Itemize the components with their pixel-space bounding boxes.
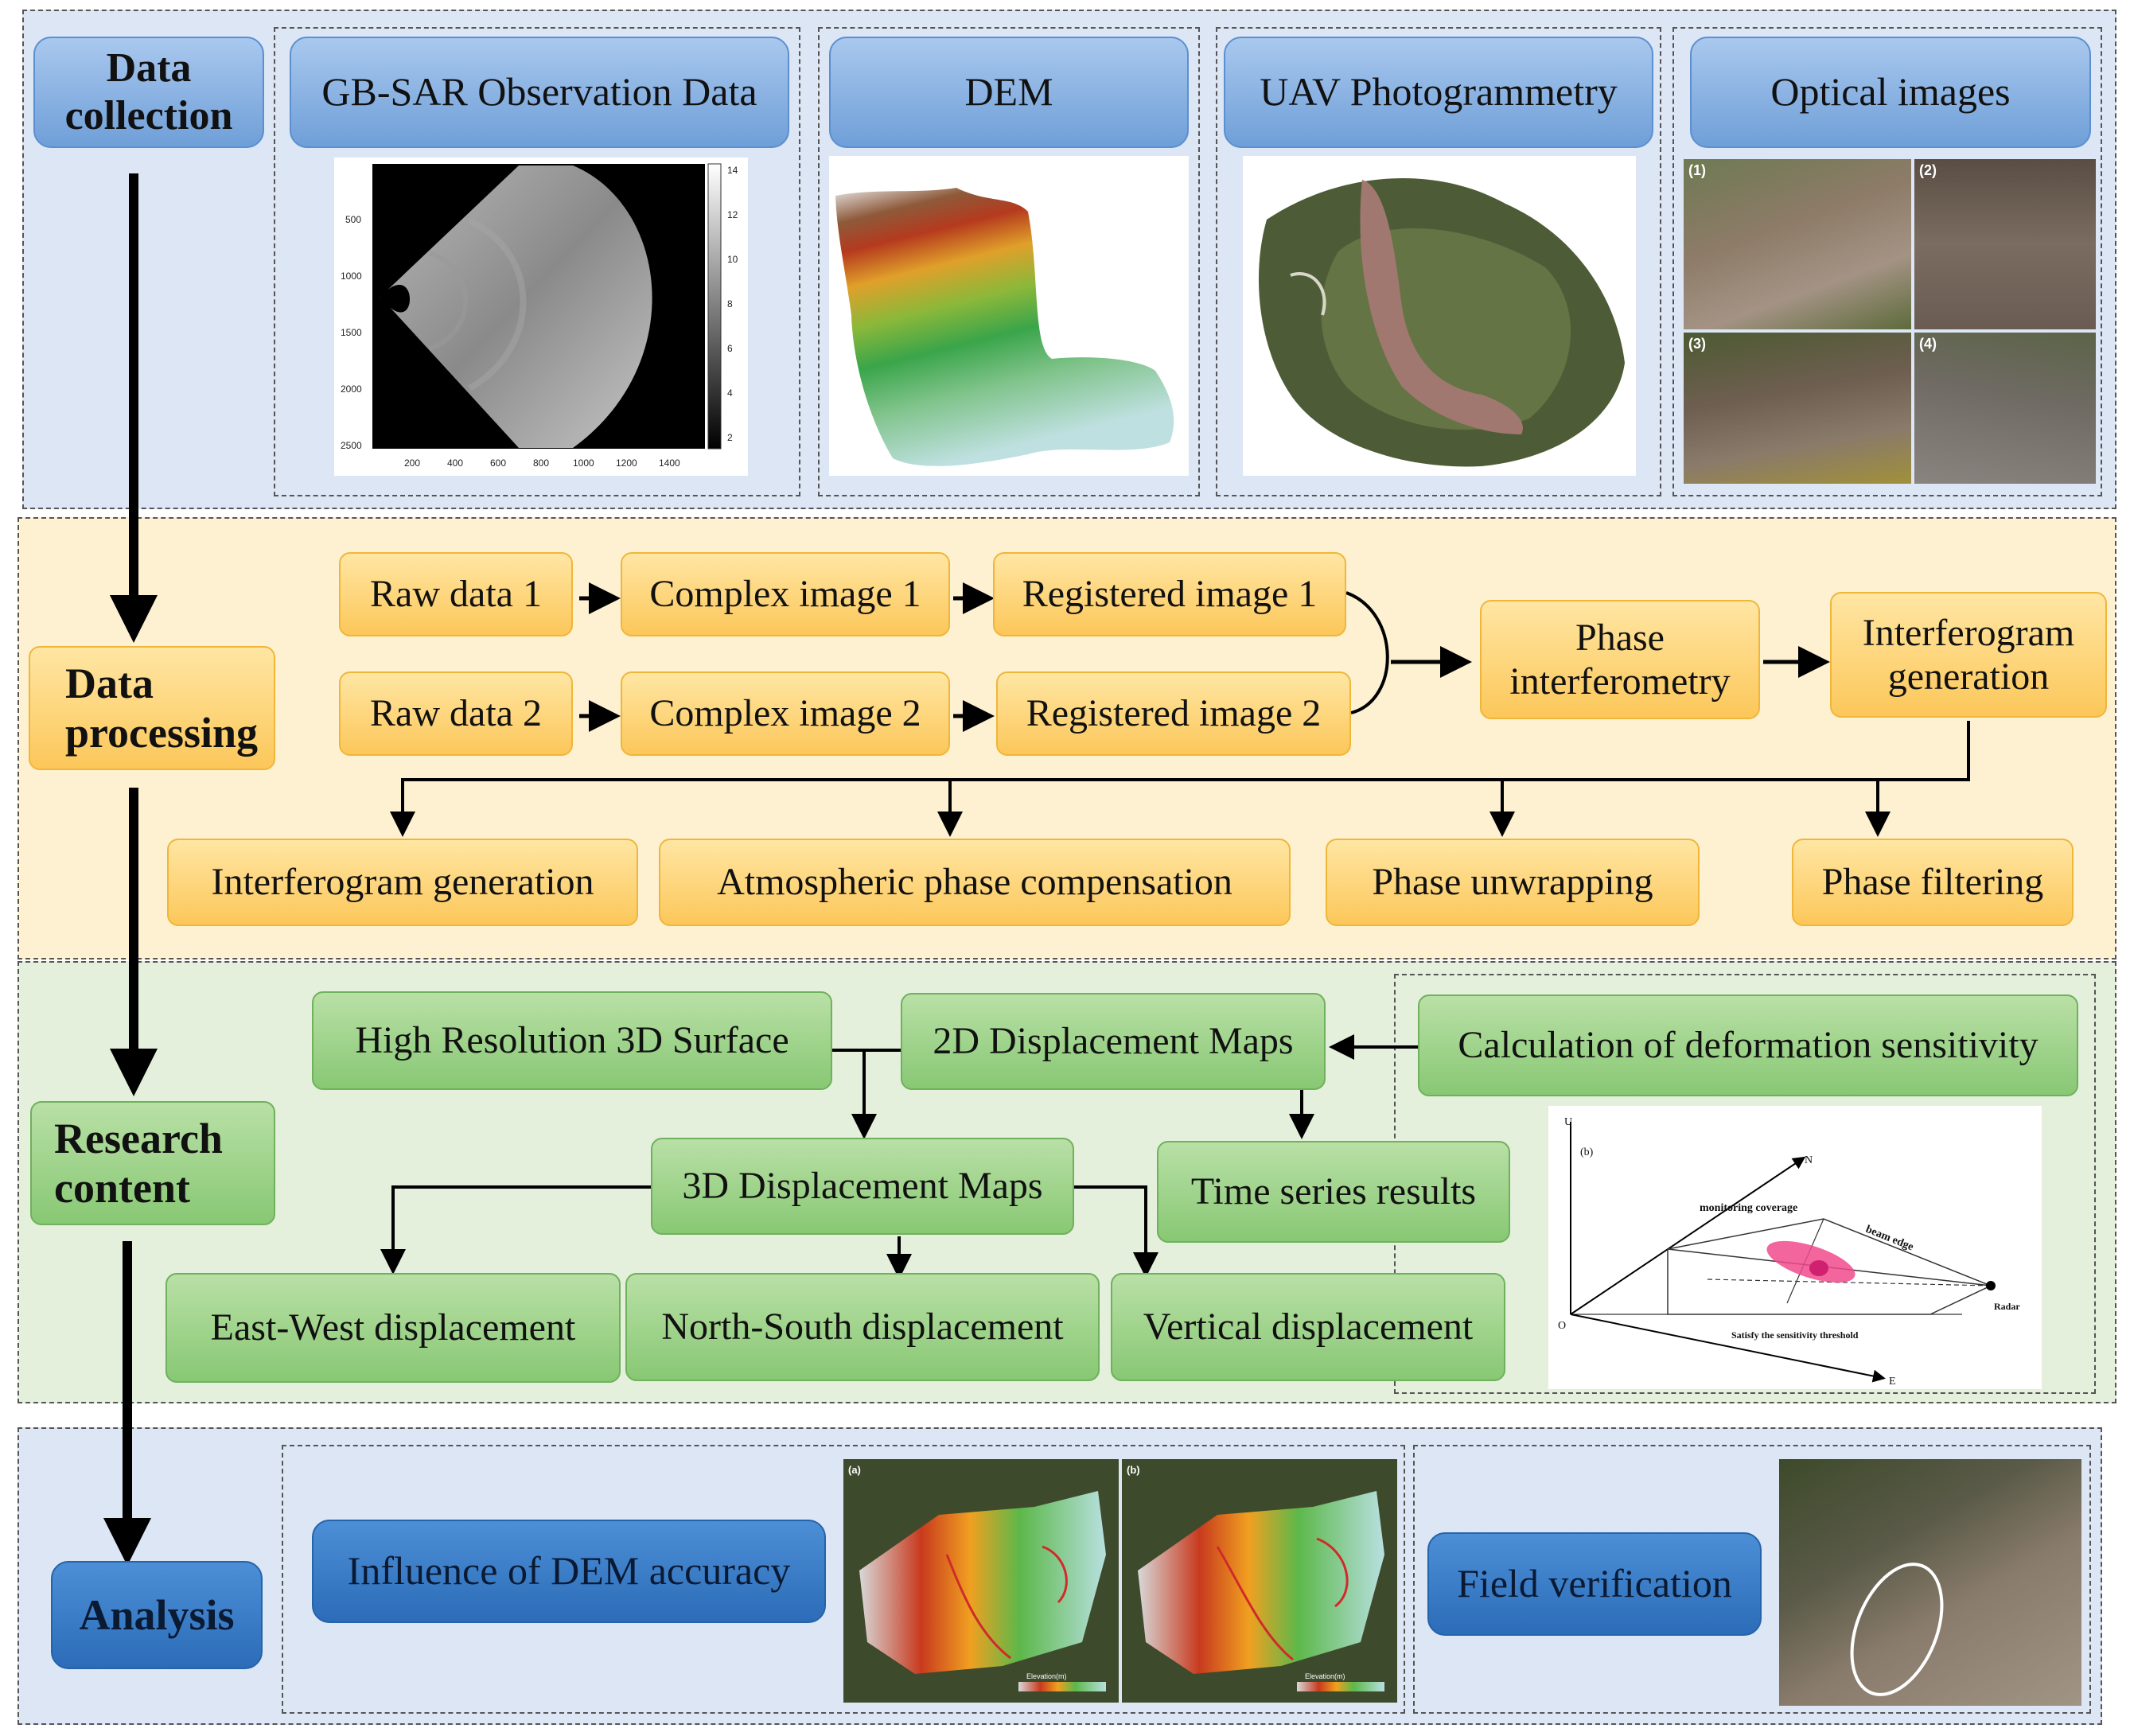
- map-a-label: (a): [848, 1464, 861, 1476]
- interferogram-generation-box: Interferogram generation: [167, 839, 638, 926]
- north-south-box: North-South displacement: [625, 1273, 1100, 1381]
- gbsar-x-tick: 600: [490, 457, 506, 469]
- optical-label-3: (3): [1688, 336, 1706, 352]
- gbsar-y-tick: 2000: [341, 383, 362, 395]
- field-verification-box: Field verification: [1427, 1532, 1762, 1636]
- registered-image-2-box: Registered image 2: [996, 671, 1351, 756]
- time-series-box: Time series results: [1157, 1141, 1510, 1243]
- complex-image-1-box: Complex image 1: [621, 552, 950, 636]
- gbsar-y-tick: 1000: [341, 271, 362, 282]
- uav-title: UAV Photogrammetry: [1224, 37, 1653, 148]
- optical-image-2: (2): [1914, 159, 2096, 329]
- dem-accuracy-map-a: (a) Elevation(m): [843, 1459, 1119, 1703]
- map-a-legend: Elevation(m): [1026, 1672, 1067, 1680]
- vertical-box: Vertical displacement: [1111, 1273, 1505, 1381]
- optical-title: Optical images: [1690, 37, 2091, 148]
- gbsar-frame: [274, 27, 800, 496]
- optical-label-1: (1): [1688, 162, 1706, 178]
- field-photo: [1779, 1459, 2081, 1706]
- gbsar-x-tick: 800: [533, 457, 549, 469]
- gbsar-cbar-tick: 14: [727, 165, 738, 176]
- optical-frame: [1672, 27, 2102, 496]
- gbsar-cbar-tick: 4: [727, 387, 733, 399]
- map-b-legend: Elevation(m): [1305, 1672, 1345, 1680]
- optical-image-4: (4): [1914, 333, 2096, 484]
- raw-data-1-box: Raw data 1: [339, 552, 573, 636]
- gbsar-x-tick: 1200: [616, 457, 637, 469]
- diagram-label-u: U: [1564, 1116, 1572, 1128]
- dem-accuracy-frame: [282, 1445, 1405, 1714]
- maps-3d-box: 3D Displacement Maps: [651, 1138, 1074, 1235]
- gbsar-title: GB-SAR Observation Data: [290, 37, 789, 148]
- stage-data-processing: Data processing: [29, 646, 275, 770]
- gbsar-cbar-tick: 2: [727, 432, 733, 443]
- gbsar-y-tick: 2500: [341, 440, 362, 451]
- diagram-label-n: N: [1805, 1154, 1813, 1166]
- gbsar-y-tick: 1500: [341, 327, 362, 338]
- optical-label-4: (4): [1919, 336, 1937, 352]
- stage-research-content: Research content: [30, 1101, 275, 1225]
- gbsar-cbar-tick: 12: [727, 209, 738, 220]
- phase-interferometry-box: Phase interferometry: [1480, 600, 1760, 719]
- sensitivity-diagram: (b) U N E O monitoring coverage beam edg…: [1548, 1106, 2042, 1389]
- registered-image-1-box: Registered image 1: [993, 552, 1346, 636]
- optical-image-1: (1): [1684, 159, 1911, 329]
- dem-title: DEM: [829, 37, 1189, 148]
- dem-accuracy-map-b: (b) Elevation(m): [1122, 1459, 1397, 1703]
- interferogram-generation-top-box: Interferogram generation: [1830, 592, 2107, 718]
- optical-image-3: (3): [1684, 333, 1911, 484]
- maps-2d-box: 2D Displacement Maps: [901, 993, 1326, 1090]
- dem-accuracy-box: Influence of DEM accuracy: [312, 1520, 826, 1623]
- gbsar-y-tick: 500: [345, 214, 361, 225]
- sensitivity-box: Calculation of deformation sensitivity: [1418, 995, 2078, 1096]
- gbsar-cbar-tick: 6: [727, 343, 733, 354]
- gbsar-cbar-tick: 10: [727, 254, 738, 265]
- diagram-label-panel: (b): [1580, 1146, 1594, 1158]
- phase-filtering-box: Phase filtering: [1792, 839, 2074, 926]
- diagram-label-radar: Radar: [1994, 1301, 2020, 1312]
- map-b-label: (b): [1127, 1464, 1140, 1476]
- diagram-label-threshold: Satisfy the sensitivity threshold: [1731, 1329, 1859, 1341]
- gbsar-image: 500 1000 1500 2000 2500 200 400 600 800 …: [334, 158, 748, 476]
- diagram-label-o: O: [1558, 1320, 1566, 1332]
- uav-image: [1243, 156, 1636, 476]
- uav-frame: [1216, 27, 1661, 496]
- optical-label-2: (2): [1919, 162, 1937, 178]
- diagram-label-e: E: [1889, 1376, 1896, 1388]
- stage-data-collection: Data collection: [33, 37, 264, 148]
- field-frame: [1413, 1445, 2091, 1714]
- gbsar-x-tick: 1000: [573, 457, 594, 469]
- atmospheric-compensation-box: Atmospheric phase compensation: [659, 839, 1291, 926]
- complex-image-2-box: Complex image 2: [621, 671, 950, 756]
- east-west-box: East-West displacement: [165, 1273, 621, 1383]
- gbsar-x-tick: 400: [447, 457, 463, 469]
- gbsar-x-tick: 200: [404, 457, 420, 469]
- surface-3d-box: High Resolution 3D Surface: [312, 991, 832, 1090]
- phase-unwrapping-box: Phase unwrapping: [1326, 839, 1700, 926]
- gbsar-x-tick: 1400: [659, 457, 680, 469]
- stage-analysis: Analysis: [51, 1561, 263, 1669]
- raw-data-2-box: Raw data 2: [339, 671, 573, 756]
- gbsar-cbar-tick: 8: [727, 298, 733, 309]
- dem-image: [829, 156, 1189, 476]
- diagram-label-coverage: monitoring coverage: [1700, 1202, 1797, 1214]
- dem-frame: [818, 27, 1200, 496]
